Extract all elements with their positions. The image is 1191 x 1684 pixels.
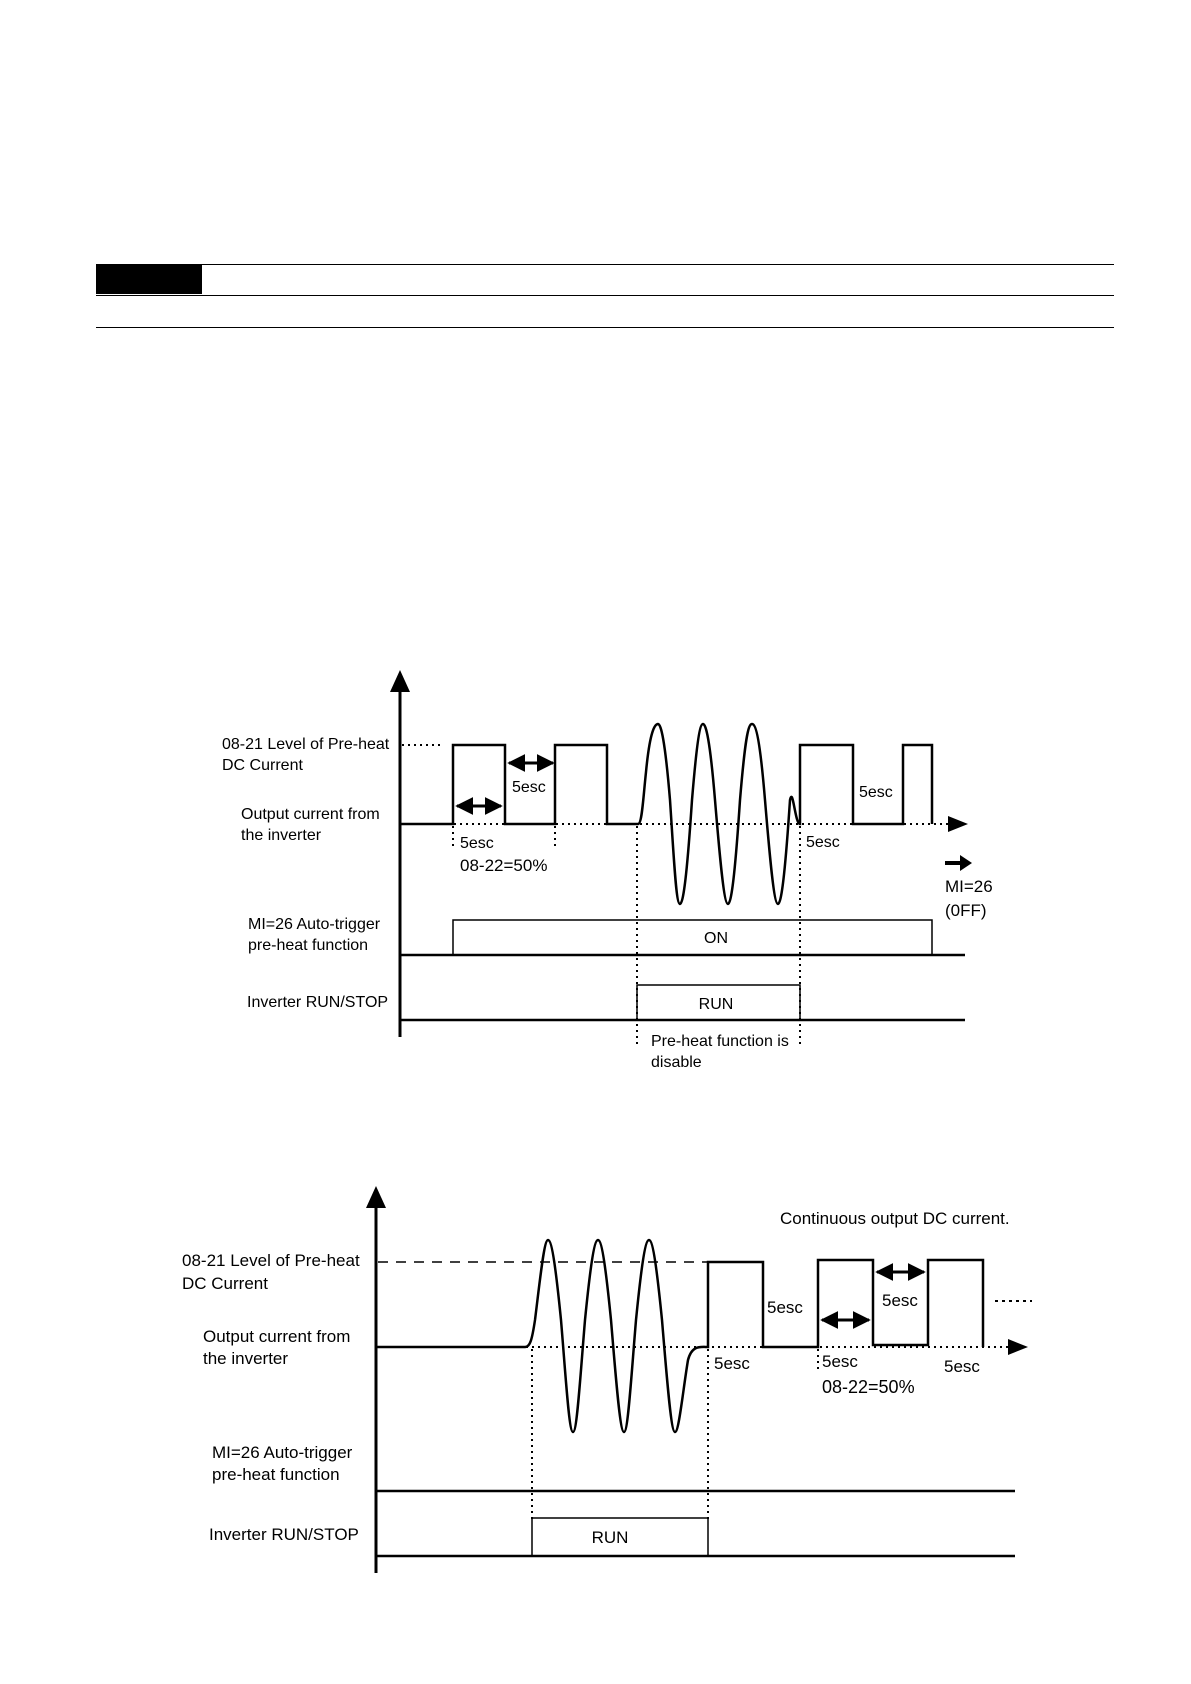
header-rule-middle (96, 295, 1114, 296)
output-current-waveform (400, 722, 934, 906)
run-box-label: RUN (592, 1528, 629, 1547)
on-signal-box (452, 919, 933, 956)
dc-level-label-line1: 08-21 Level of Pre-heat (222, 736, 390, 753)
time-axis-arrow-icon (1008, 1339, 1028, 1355)
section-header-block (96, 264, 202, 294)
duration-label-b: 5esc (882, 1291, 918, 1310)
on-box-label: ON (704, 930, 728, 947)
time-axis-arrow-icon (948, 816, 968, 832)
preheat-disable-label-line1: Pre-heat function is (651, 1033, 789, 1050)
duration-label-a: 5esc (767, 1298, 803, 1317)
y-axis-arrow-icon (390, 670, 410, 692)
duration-label-c: 5esc (714, 1354, 750, 1373)
dc-level-label-line2: DC Current (222, 757, 303, 774)
mi-trigger-label-line1: MI=26 Auto-trigger (212, 1443, 353, 1462)
mi-trigger-label-line1: MI=26 Auto-trigger (248, 916, 381, 933)
header-rule-bottom (96, 327, 1114, 328)
output-current-label-line1: Output current from (203, 1327, 350, 1346)
duty-label: 08-22=50% (822, 1377, 915, 1397)
run-stop-label: Inverter RUN/STOP (209, 1525, 359, 1544)
run-box-label: RUN (699, 996, 734, 1013)
duration-label-a: 5esc (512, 779, 546, 796)
mi-off-label-line1: MI=26 (945, 877, 993, 896)
run-signal-box (531, 1517, 709, 1557)
dc-level-label-line2: DC Current (182, 1274, 268, 1293)
continuous-output-label: Continuous output DC current. (780, 1209, 1010, 1228)
duration-label-b: 5esc (460, 835, 494, 852)
mi-off-label-line2: (0FF) (945, 901, 987, 920)
run-signal-box (636, 984, 801, 1021)
dc-level-label-line1: 08-21 Level of Pre-heat (182, 1251, 360, 1270)
mi-trigger-label-line2: pre-heat function (212, 1465, 340, 1484)
output-current-label-line2: the inverter (241, 827, 322, 844)
duty-label: 08-22=50% (460, 856, 547, 875)
output-current-waveform (376, 1238, 985, 1434)
duration-label-d: 5esc (859, 784, 893, 801)
run-stop-label: Inverter RUN/STOP (247, 994, 388, 1011)
preheat-timing-diagram-2: 08-21 Level of Pre-heat DC Current Outpu… (182, 1186, 1032, 1573)
y-axis-arrow-icon (366, 1186, 386, 1208)
preheat-timing-diagram-1: 08-21 Level of Pre-heat DC Current Outpu… (222, 670, 993, 1071)
mi-off-arrow-icon (960, 855, 972, 871)
mi-trigger-label-line2: pre-heat function (248, 937, 368, 954)
duration-label-c: 5esc (806, 834, 840, 851)
preheat-disable-label-line2: disable (651, 1054, 702, 1071)
header-rule-top (96, 264, 1114, 265)
duration-label-e: 5esc (944, 1357, 980, 1376)
duration-label-d: 5esc (822, 1352, 858, 1371)
output-current-label-line1: Output current from (241, 806, 380, 823)
output-current-label-line2: the inverter (203, 1349, 288, 1368)
